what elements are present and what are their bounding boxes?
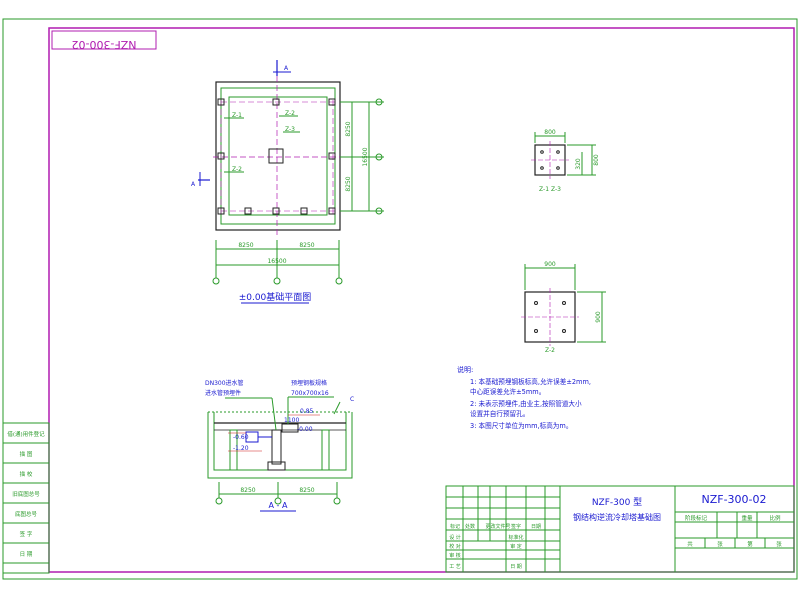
tb-sheet-unit2: 张 xyxy=(776,540,782,548)
plan-col-label-4: Z-2 xyxy=(232,166,242,173)
tb-role-check: 校 对 xyxy=(449,543,461,550)
plan-label: ±0.00基础平面图 xyxy=(239,291,312,303)
tb-sheet-unit1: 张 xyxy=(717,540,723,548)
section-callout-pipe2: 进水管预埋件 xyxy=(205,389,241,397)
strip-row-6: 签 字 xyxy=(20,530,33,538)
column-detail-z2: 900 900 Z-2 xyxy=(521,261,606,354)
note-line-2: 中心距误差允许±5mm。 xyxy=(470,387,545,396)
note-line-3: 2: 未表示预埋件,由业主,按照管道大小 xyxy=(470,399,582,408)
tb-stage-scale: 比例 xyxy=(769,514,781,522)
tb-sheet-no: 第 xyxy=(747,540,753,548)
detail2-dim-right: 900 xyxy=(595,311,602,323)
section-callout-c: C xyxy=(350,396,354,403)
title-line-1: NZF-300 型 xyxy=(592,497,642,508)
strip-row-2: 描 图 xyxy=(20,450,33,458)
plan-dim-bottom-left: 8250 xyxy=(238,242,253,249)
tb-role2-date: 日 期 xyxy=(510,564,522,570)
left-strip-table: 借(通)用件登记 描 图 描 校 旧底图总号 底图总号 签 字 日 期 xyxy=(2,422,50,574)
section-dim-left: 8250 xyxy=(240,487,255,494)
tb-head-date: 日期 xyxy=(531,524,541,530)
section-callout-pipe: DN300进水管 xyxy=(205,379,244,387)
notes-heading: 说明: xyxy=(457,365,473,374)
section-a-a: DN300进水管 进水管预埋件 预埋钢板规格 700x700x16 C 0.85… xyxy=(205,379,354,512)
tb-role-design: 设 计 xyxy=(449,534,461,541)
detail2-dim-top: 900 xyxy=(544,261,556,268)
strip-row-4: 旧底图总号 xyxy=(12,490,40,498)
tb-head-count: 处数 xyxy=(465,523,475,530)
plan-dim-right-total: 16500 xyxy=(362,147,369,166)
plan-dim-right-bottom: 8250 xyxy=(345,176,352,191)
plan-dim-total: 16500 xyxy=(267,258,286,265)
section-dim-top: 1100 xyxy=(284,417,299,424)
plan-col-label-2: Z-2 xyxy=(285,110,295,117)
detail1-label: Z-1 Z-3 xyxy=(539,186,561,193)
plan-section-mark-left: A xyxy=(191,181,196,188)
drawing-number-mirrored: NZF-300-02 xyxy=(71,38,136,51)
plan-dim-right-top: 8250 xyxy=(345,121,352,136)
tb-role-review: 审 核 xyxy=(449,552,461,559)
section-elev-1: 0.85 xyxy=(300,408,314,415)
detail2-label: Z-2 xyxy=(545,347,555,354)
tb-role2-approve: 审 定 xyxy=(510,543,522,550)
note-line-5: 3: 本图尺寸单位为mm,标高为m。 xyxy=(470,421,572,430)
strip-row-5: 底图总号 xyxy=(15,510,38,518)
plan-section-mark-top: A xyxy=(284,65,289,72)
title-line-2: 钢结构逆流冷却塔基础图 xyxy=(573,512,661,522)
tb-head-docno: 更改文件号 xyxy=(485,523,510,530)
tb-stage-mark: 阶段标记 xyxy=(685,514,708,522)
detail1-dim-right-b: 800 xyxy=(593,154,600,166)
note-line-4: 设置并自行预留孔。 xyxy=(470,409,529,418)
tb-head-sign: 签字 xyxy=(511,523,521,530)
title-drawing-number: NZF-300-02 xyxy=(701,493,766,506)
section-callout-embed: 预埋钢板规格 xyxy=(291,379,327,387)
tb-role2-std: 标准化 xyxy=(508,534,523,541)
plan-col-label-1: Z-1 xyxy=(232,112,242,119)
sheet-outer-border xyxy=(2,18,798,580)
tb-role-process: 工 艺 xyxy=(449,564,461,570)
strip-row-3: 描 校 xyxy=(20,470,33,478)
tb-head-mark: 标记 xyxy=(450,523,460,530)
detail1-dim-top: 800 xyxy=(544,129,556,136)
section-elev-3: -1.20 xyxy=(233,445,249,452)
foundation-plan: Z-1 Z-2 Z-3 Z-2 A A 8250 8250 16500 8250… xyxy=(191,60,384,304)
section-label: A - A xyxy=(269,501,288,510)
column-detail-z1-z3: 800 320 800 Z-1 Z-3 xyxy=(531,129,600,193)
strip-row-7: 日 期 xyxy=(20,551,33,558)
tb-sheet-total: 共 xyxy=(687,540,693,548)
section-elev-4: -0.00 xyxy=(297,426,313,433)
section-elev-2: -0.60 xyxy=(233,434,249,441)
notes-block: 说明: 1: 本基础预埋钢板标高,允许误差±2mm, 中心距误差允许±5mm。 … xyxy=(457,365,591,430)
plan-dim-bottom-right: 8250 xyxy=(299,242,314,249)
title-block: NZF-300 型 钢结构逆流冷却塔基础图 NZF-300-02 标记 处数 更… xyxy=(445,485,795,573)
strip-row-1: 借(通)用件登记 xyxy=(7,430,45,438)
drawing-frame xyxy=(48,27,795,573)
section-callout-embed2: 700x700x16 xyxy=(291,390,329,397)
section-dim-right: 8250 xyxy=(299,487,314,494)
note-line-1: 1: 本基础预埋钢板标高,允许误差±2mm, xyxy=(470,377,591,386)
tb-stage-weight: 重量 xyxy=(741,514,753,522)
drawing-number-tag-top: NZF-300-02 xyxy=(51,30,157,51)
detail1-dim-right-a: 320 xyxy=(575,158,582,170)
plan-col-label-3: Z-3 xyxy=(285,126,295,133)
